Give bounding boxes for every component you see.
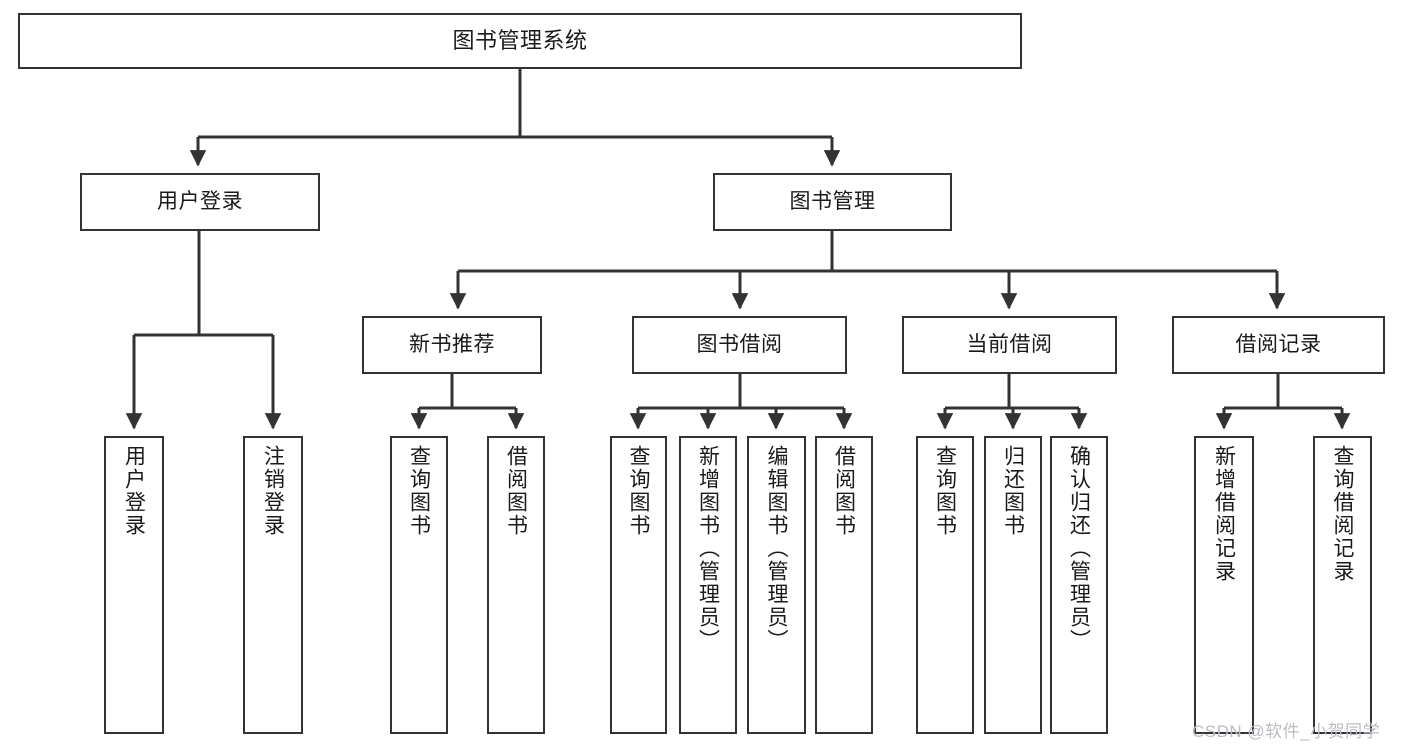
leaf-user-login-signout-label: 注销登录 — [261, 445, 285, 537]
node-user-login-label: 用户登录 — [157, 189, 243, 213]
leaf-current-confirm-return-label: 确认归还（管理员） — [1067, 445, 1091, 652]
node-borrow-record[interactable]: 借阅记录 — [1172, 316, 1385, 374]
leaf-record-add[interactable]: 新增借阅记录 — [1194, 436, 1254, 734]
leaf-record-query[interactable]: 查询借阅记录 — [1313, 436, 1372, 734]
leaf-borrow-borrow-book[interactable]: 借阅图书 — [815, 436, 873, 734]
node-root-label: 图书管理系统 — [452, 28, 588, 54]
leaf-current-confirm-return[interactable]: 确认归还（管理员） — [1050, 436, 1108, 734]
leaf-borrow-query-book-label: 查询图书 — [627, 445, 650, 537]
leaf-borrow-add-book[interactable]: 新增图书（管理员） — [679, 436, 737, 734]
csdn-watermark: CSDN @软件_小贺同学 — [1192, 722, 1381, 741]
leaf-user-login-signin-label: 用户登录 — [122, 445, 146, 537]
node-user-login[interactable]: 用户登录 — [80, 173, 320, 231]
leaf-current-query-book[interactable]: 查询图书 — [916, 436, 974, 734]
leaf-current-return-book[interactable]: 归还图书 — [984, 436, 1042, 734]
leaf-record-add-label: 新增借阅记录 — [1212, 445, 1236, 583]
node-current-borrow[interactable]: 当前借阅 — [902, 316, 1117, 374]
leaf-borrow-edit-book-label: 编辑图书（管理员） — [765, 445, 788, 652]
leaf-borrow-add-book-label: 新增图书（管理员） — [696, 445, 720, 652]
leaf-new-book-borrow[interactable]: 借阅图书 — [487, 436, 545, 734]
leaf-user-login-signout[interactable]: 注销登录 — [243, 436, 303, 734]
node-book-management[interactable]: 图书管理 — [713, 173, 952, 231]
leaf-borrow-query-book[interactable]: 查询图书 — [610, 436, 667, 734]
leaf-new-book-borrow-label: 借阅图书 — [504, 445, 528, 537]
node-book-borrow-label: 图书借阅 — [696, 332, 783, 356]
leaf-borrow-edit-book[interactable]: 编辑图书（管理员） — [747, 436, 806, 734]
node-book-borrow[interactable]: 图书借阅 — [632, 316, 847, 374]
node-borrow-record-label: 借阅记录 — [1235, 332, 1322, 356]
leaf-record-query-label: 查询借阅记录 — [1331, 445, 1354, 583]
leaf-new-book-query-label: 查询图书 — [407, 445, 431, 537]
leaf-new-book-query[interactable]: 查询图书 — [390, 436, 448, 734]
node-new-book-recommend[interactable]: 新书推荐 — [362, 316, 542, 374]
node-new-book-recommend-label: 新书推荐 — [409, 332, 495, 356]
node-root[interactable]: 图书管理系统 — [18, 13, 1022, 69]
leaf-current-query-book-label: 查询图书 — [933, 445, 957, 537]
node-book-management-label: 图书管理 — [789, 189, 876, 213]
leaf-current-return-book-label: 归还图书 — [1001, 445, 1025, 537]
leaf-borrow-borrow-book-label: 借阅图书 — [832, 445, 856, 537]
node-current-borrow-label: 当前借阅 — [966, 332, 1053, 356]
leaf-user-login-signin[interactable]: 用户登录 — [104, 436, 164, 734]
